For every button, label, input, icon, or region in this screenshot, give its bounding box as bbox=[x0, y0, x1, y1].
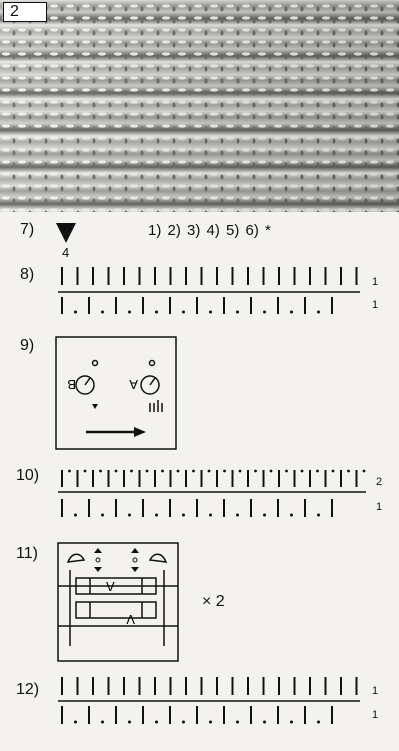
needle-dot bbox=[101, 721, 104, 724]
needle-dot bbox=[209, 721, 212, 724]
needle-dot bbox=[182, 514, 185, 517]
needle-dot bbox=[182, 721, 185, 724]
needle-dot bbox=[236, 311, 239, 314]
needle-dot bbox=[192, 470, 195, 473]
needle-dot bbox=[130, 470, 133, 473]
needle-dot bbox=[270, 470, 273, 473]
needle-dot bbox=[263, 514, 266, 517]
needle-dot bbox=[101, 311, 104, 314]
needle-dot bbox=[239, 470, 242, 473]
row-10-bottom-ticks bbox=[62, 499, 332, 517]
needle-dot bbox=[84, 470, 87, 473]
row-12-top-ticks bbox=[62, 677, 357, 695]
needle-dot bbox=[182, 311, 185, 314]
carriage-direction-arrow-icon bbox=[86, 427, 146, 437]
needle-dot bbox=[290, 514, 293, 517]
needle-dot bbox=[155, 311, 158, 314]
row-10-top-ticks bbox=[62, 470, 365, 487]
needle-dot bbox=[317, 514, 320, 517]
small-down-triangle-icon bbox=[92, 404, 98, 409]
carriage-lever-diagram bbox=[58, 543, 178, 661]
needle-dot bbox=[263, 721, 266, 724]
needle-dot bbox=[254, 470, 257, 473]
row-8-needle-diagram bbox=[58, 267, 360, 314]
needle-dot bbox=[101, 514, 104, 517]
left-lever-icon bbox=[68, 554, 84, 562]
needle-dot bbox=[161, 470, 164, 473]
needle-dot bbox=[285, 470, 288, 473]
dial-b-letter: B bbox=[67, 377, 76, 392]
needle-dot bbox=[155, 721, 158, 724]
needle-dot bbox=[128, 721, 131, 724]
row-8-top-ticks bbox=[62, 267, 357, 285]
needle-dot bbox=[74, 721, 77, 724]
needle-dot bbox=[316, 470, 319, 473]
upper-v-mark: V bbox=[106, 579, 115, 594]
needle-dot bbox=[236, 514, 239, 517]
needle-dot bbox=[317, 721, 320, 724]
lower-v-mark: V bbox=[126, 612, 135, 627]
needle-dot bbox=[317, 311, 320, 314]
dial-a-letter: A bbox=[129, 377, 138, 392]
needle-dot bbox=[347, 470, 350, 473]
needle-dot bbox=[209, 514, 212, 517]
row-8-bottom-ticks bbox=[62, 297, 332, 314]
needle-dot bbox=[177, 470, 180, 473]
needle-dot bbox=[146, 470, 149, 473]
needle-dot bbox=[68, 470, 71, 473]
needle-dot bbox=[208, 470, 211, 473]
needle-dot bbox=[301, 470, 304, 473]
needle-dot bbox=[236, 721, 239, 724]
needle-dot bbox=[223, 470, 226, 473]
needle-dot bbox=[332, 470, 335, 473]
needle-dot bbox=[209, 311, 212, 314]
needle-dot bbox=[155, 514, 158, 517]
row-10-needle-diagram bbox=[58, 470, 366, 517]
right-lever-icon bbox=[150, 554, 166, 562]
needle-dot bbox=[363, 470, 366, 473]
row-12-bottom-ticks bbox=[62, 706, 332, 724]
needle-dot bbox=[74, 514, 77, 517]
needle-dot bbox=[99, 470, 102, 473]
needle-dot bbox=[263, 311, 266, 314]
needle-dot bbox=[74, 311, 77, 314]
needle-dot bbox=[128, 311, 131, 314]
needle-dot bbox=[290, 311, 293, 314]
needle-dot bbox=[290, 721, 293, 724]
needle-dot bbox=[115, 470, 118, 473]
needle-dot bbox=[128, 514, 131, 517]
row-12-needle-diagram bbox=[58, 677, 360, 724]
